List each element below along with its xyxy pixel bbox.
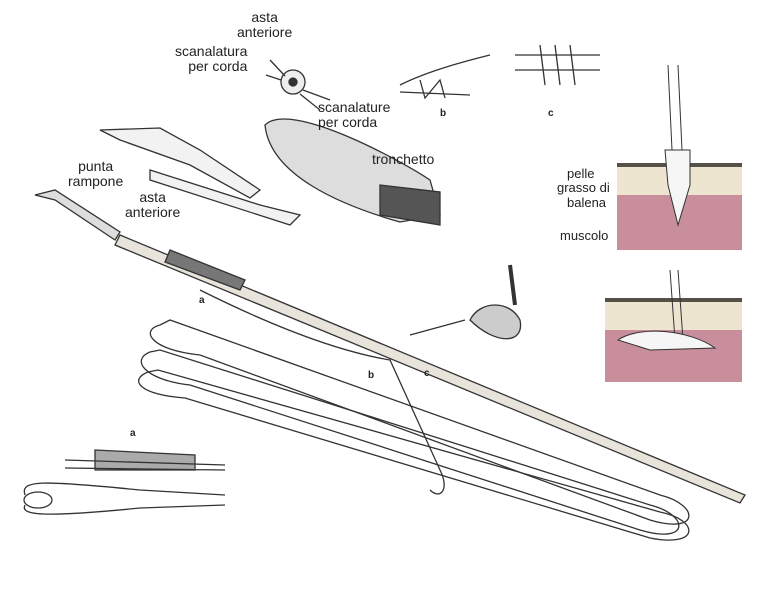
label-muscle: muscolo — [560, 228, 609, 243]
detail-b — [399, 54, 491, 100]
coiled-line — [138, 289, 690, 541]
label-detail-a: a — [199, 295, 205, 306]
inset-knot — [64, 449, 226, 471]
label-float: tronchetto — [372, 151, 435, 167]
inset-loop — [23, 482, 226, 515]
toggle-detail — [469, 304, 522, 340]
label-inset-c: c — [548, 108, 554, 119]
tissue-diagram-lower — [605, 269, 742, 382]
label-detail-c: c — [424, 368, 430, 379]
label-skin: pelle — [567, 166, 595, 181]
harpoon-head-detail — [99, 118, 441, 226]
label-inset-b: b — [440, 108, 447, 119]
tissue-diagram-upper — [617, 64, 742, 250]
label-inset-a: a — [130, 428, 136, 439]
detail-c — [515, 44, 600, 86]
foreshaft-binding — [164, 249, 246, 291]
label-detail-b: b — [368, 370, 375, 381]
harpoon-head — [34, 189, 121, 241]
harpoon-shaft — [114, 234, 746, 504]
